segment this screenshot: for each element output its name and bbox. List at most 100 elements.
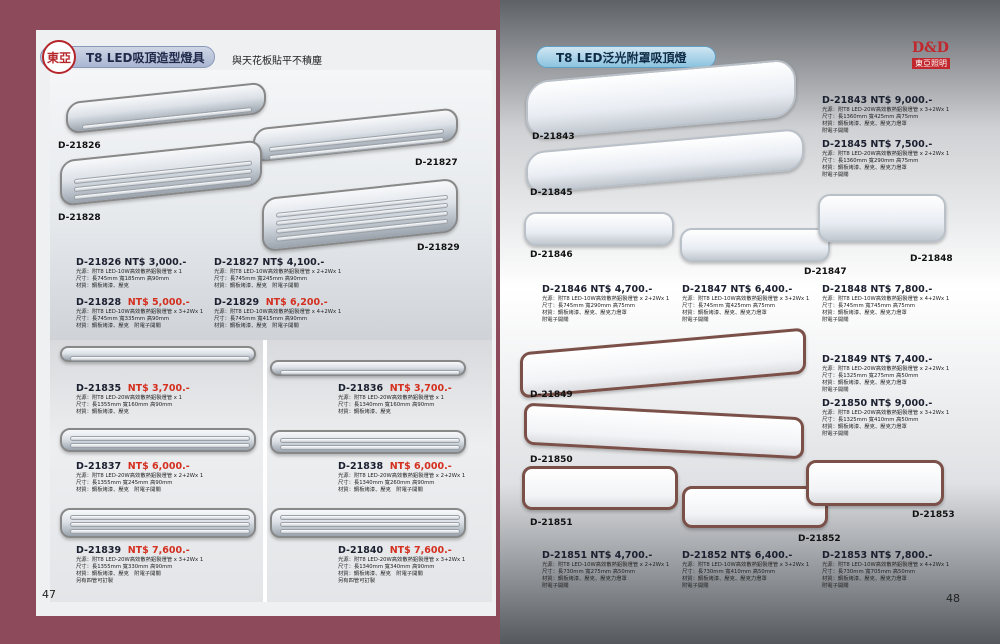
spec-line: 材質：鋼板烤漆、壓克、壓克力燈罩 xyxy=(822,424,907,430)
spec-line: 材質：鋼板烤漆、壓克 附電子開關 xyxy=(76,323,161,329)
spec-line: 尺寸：長745mm 寬185mm 高90mm xyxy=(76,276,170,282)
price-value: NT$ 3,700.- xyxy=(127,383,190,394)
spec-line: 尺寸：長1360mm 寬290mm 高75mm xyxy=(822,158,919,164)
lamp-label-d21847: D-21847 xyxy=(804,267,847,277)
spec-d21829: 光源：附T8 LED-10W高效散熱鋁製燈管 x 4+2Wx 1 尺寸：長745… xyxy=(214,309,341,330)
price-value: NT$ 6,000.- xyxy=(127,461,190,472)
spec-line: 尺寸：長1360mm 寬425mm 高75mm xyxy=(822,114,919,120)
spec-line: 材質：鋼板烤漆、壓克 附電子開關 xyxy=(214,323,299,329)
price-d21829: D-21829 NT$ 6,200.- xyxy=(214,297,328,308)
lamp-tube xyxy=(280,529,460,534)
spec-d21838: 光源：附T8 LED-20W高效散熱鋁製燈管 x 2+2Wx 1 尺寸：長134… xyxy=(338,473,465,494)
lamp-d21835 xyxy=(60,346,256,362)
spec-line: 附電子開關 xyxy=(822,128,849,134)
spec-d21837: 光源：附T8 LED-20W高效散熱鋁製燈管 x 2+2Wx 1 尺寸：長135… xyxy=(76,473,203,494)
price-code: D-21838 xyxy=(338,461,384,472)
price-code: D-21836 xyxy=(338,383,384,394)
spec-line: 光源：附T8 LED-10W高效散熱鋁製燈管 x 4+2Wx 1 xyxy=(822,296,950,302)
spec-d21851: 光源：附T8 LED-10W高效散熱鋁製燈管 x 2+2Wx 1 尺寸：長730… xyxy=(542,562,669,590)
spec-line: 附電子開關 xyxy=(682,583,709,589)
lamp-d21846 xyxy=(524,212,674,246)
spec-line: 尺寸：長745mm 寬245mm 高90mm xyxy=(214,276,308,282)
spec-line: 尺寸：長1340mm 寬340mm 高90mm xyxy=(338,564,435,570)
spec-line: 另有四管可訂製 xyxy=(338,578,376,584)
lamp-label-d21846: D-21846 xyxy=(530,250,573,260)
price-d21849: D-21849 NT$ 7,400.- xyxy=(822,354,933,365)
lamp-label-d21828: D-21828 xyxy=(58,213,101,223)
lamp-d21847 xyxy=(680,228,830,262)
lamp-label-d21827: D-21827 xyxy=(415,158,458,168)
price-d21852: D-21852 NT$ 6,400.- xyxy=(682,550,793,561)
spec-d21840: 光源：附T8 LED-20W高效散熱鋁製燈管 x 3+2Wx 1 尺寸：長134… xyxy=(338,557,465,585)
column-divider xyxy=(263,340,267,602)
lamp-d21848 xyxy=(818,194,946,242)
spec-line: 光源：附T8 LED-10W高效散熱鋁製燈管 x 4+2Wx 1 xyxy=(214,309,342,315)
spec-line: 材質：鋼板烤漆、壓克、壓克力燈罩 xyxy=(682,576,767,582)
spec-line: 附電子開關 xyxy=(822,317,849,323)
price-code: D-21835 xyxy=(76,383,122,394)
spec-d21846: 光源：附T8 LED-10W高效散熱鋁製燈管 x 2+2Wx 1 尺寸：長745… xyxy=(542,296,669,324)
lamp-tube xyxy=(70,522,250,527)
lamp-d21840 xyxy=(270,508,466,538)
price-d21843: D-21843 NT$ 9,000.- xyxy=(822,95,933,106)
spec-line: 光源：附T8 LED-20W高效散熱鋁製燈管 x 1 xyxy=(76,395,182,401)
spec-line: 材質：鋼板烤漆、壓克、壓克力燈罩 xyxy=(822,165,907,171)
price-d21838: D-21838 NT$ 6,000.- xyxy=(338,461,452,472)
spec-line: 材質：鋼板烤漆、壓克、壓克力燈罩 xyxy=(822,576,907,582)
price-value: NT$ 7,600.- xyxy=(389,545,452,556)
left-lower-section xyxy=(50,340,492,602)
right-title-pill xyxy=(536,46,716,68)
spec-line: 尺寸：長1325mm 寬410mm 高50mm xyxy=(822,417,919,423)
spec-line: 光源：附T8 LED-20W高效散熱鋁製燈管 x 1 xyxy=(338,395,444,401)
spec-line: 光源：附T8 LED-10W高效散熱鋁製燈管 x 1 xyxy=(76,269,182,275)
spec-d21849: 光源：附T8 LED-20W高效散熱鋁製燈管 x 2+2Wx 1 尺寸：長132… xyxy=(822,366,949,394)
lamp-label-d21853: D-21853 xyxy=(912,510,955,520)
lamp-label-d21829: D-21829 xyxy=(417,243,460,253)
spec-d21853: 光源：附T8 LED-10W高效散熱鋁製燈管 x 4+2Wx 1 尺寸：長730… xyxy=(822,562,949,590)
lamp-tube xyxy=(70,443,250,448)
price-d21847: D-21847 NT$ 6,400.- xyxy=(682,284,793,295)
price-code: D-21837 xyxy=(76,461,122,472)
right-page-number: 48 xyxy=(946,592,960,605)
price-code: D-21829 xyxy=(214,297,260,308)
lamp-label-d21850: D-21850 xyxy=(530,455,573,465)
price-value: NT$ 5,000.- xyxy=(127,297,190,308)
price-d21851: D-21851 NT$ 4,700.- xyxy=(542,550,653,561)
spec-d21843: 光源：附T8 LED-20W高效散熱鋁製燈管 x 3+2Wx 1 尺寸：長136… xyxy=(822,107,949,135)
spec-d21826: 光源：附T8 LED-10W高效散熱鋁製燈管 x 1 尺寸：長745mm 寬18… xyxy=(76,269,182,290)
spec-d21845: 光源：附T8 LED-20W高效散熱鋁製燈管 x 2+2Wx 1 尺寸：長136… xyxy=(822,151,949,179)
spec-line: 光源：附T8 LED-20W高效散熱鋁製燈管 x 3+2Wx 1 xyxy=(822,107,950,113)
price-value: NT$ 3,700.- xyxy=(389,383,452,394)
spec-line: 尺寸：長1340mm 寬160mm 高90mm xyxy=(338,402,435,408)
spec-line: 光源：附T8 LED-10W高效散熱鋁製燈管 x 3+2Wx 1 xyxy=(76,309,204,315)
right-page-title: T8 LED泛光附罩吸頂燈 xyxy=(556,51,687,65)
spec-line: 尺寸：長745mm 寬415mm 高90mm xyxy=(214,316,308,322)
spec-line: 材質：鋼板烤漆、壓克 xyxy=(76,283,129,289)
price-d21846: D-21846 NT$ 4,700.- xyxy=(542,284,653,295)
spec-line: 尺寸：長1355mm 寬330mm 高90mm xyxy=(76,564,173,570)
spec-line: 光源：附T8 LED-20W高效散熱鋁製燈管 x 2+2Wx 1 xyxy=(338,473,466,479)
spec-line: 光源：附T8 LED-10W高效散熱鋁製燈管 x 4+2Wx 1 xyxy=(822,562,950,568)
lamp-d21853 xyxy=(806,460,944,506)
lamp-tube xyxy=(70,515,250,520)
spec-line: 附電子開關 xyxy=(822,172,849,178)
spec-line: 材質：鋼板烤漆、壓克 附電子開關 xyxy=(76,487,161,493)
spec-line: 尺寸：長1355mm 寬245mm 高90mm xyxy=(76,480,173,486)
spec-line: 尺寸：長745mm 寬335mm 高90mm xyxy=(76,316,170,322)
spec-line: 光源：附T8 LED-10W高效散熱鋁製燈管 x 3+2Wx 1 xyxy=(682,562,810,568)
left-title-pill xyxy=(40,46,215,68)
lamp-tube xyxy=(70,529,250,534)
spec-d21836: 光源：附T8 LED-20W高效散熱鋁製燈管 x 1 尺寸：長1340mm 寬1… xyxy=(338,395,444,416)
price-d21837: D-21837 NT$ 6,000.- xyxy=(76,461,190,472)
spec-line: 光源：附T8 LED-20W高效散熱鋁製燈管 x 3+2Wx 1 xyxy=(822,410,950,416)
lamp-d21836 xyxy=(270,360,466,376)
lamp-label-d21845: D-21845 xyxy=(530,188,573,198)
spec-line: 光源：附T8 LED-20W高效散熱鋁製燈管 x 2+2Wx 1 xyxy=(822,366,950,372)
price-code: D-21839 xyxy=(76,545,122,556)
spec-d21850: 光源：附T8 LED-20W高效散熱鋁製燈管 x 3+2Wx 1 尺寸：長132… xyxy=(822,410,949,438)
spec-line: 材質：鋼板烤漆、壓克、壓克力燈罩 xyxy=(822,380,907,386)
price-value: NT$ 6,200.- xyxy=(265,297,328,308)
lamp-tube xyxy=(280,438,460,443)
price-d21827: D-21827 NT$ 4,100.- xyxy=(214,257,325,268)
